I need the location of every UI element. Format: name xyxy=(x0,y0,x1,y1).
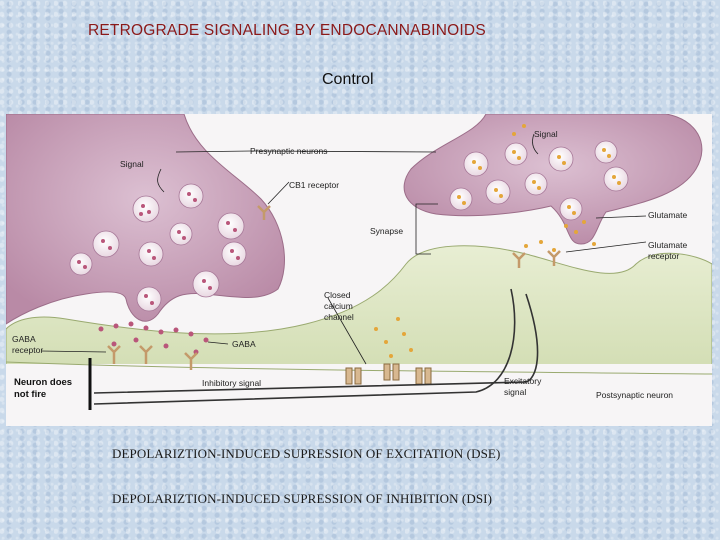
gaba-receptor-label-1: GABA xyxy=(12,334,36,344)
glutamate-receptor-label-1: Glutamate xyxy=(648,240,687,250)
excitatory-signal-label-2: signal xyxy=(504,387,526,397)
vesicle-contents-left xyxy=(77,192,240,305)
calcium-ions xyxy=(374,317,413,358)
dsi-caption: DEPOLARIZTION-INDUCED SUPRESSION OF INHI… xyxy=(112,491,493,506)
neuron-not-fire-label-1: Neuron does xyxy=(14,377,72,388)
signal-left-label: Signal xyxy=(120,159,144,169)
slide-subtitle: Control xyxy=(322,71,374,88)
vesicle-contents-right xyxy=(457,124,621,252)
vesicles-left xyxy=(69,183,247,312)
signal-pathways xyxy=(93,288,539,405)
signal-arrows xyxy=(40,133,647,365)
right-presynaptic-terminal xyxy=(403,114,703,245)
inhibitory-signal-label: Inhibitory signal xyxy=(202,378,261,388)
gaba-molecules xyxy=(98,321,209,355)
receptors xyxy=(107,205,561,370)
closed-channel-label-2: calcium xyxy=(324,301,353,311)
closed-channel-label-3: channel xyxy=(324,312,354,322)
cb1-receptor-label: CB1 receptor xyxy=(289,180,339,190)
excitatory-signal-label-1: Excitatory xyxy=(504,376,542,386)
slide-title: RETROGRADE SIGNALING BY ENDOCANNABINOIDS xyxy=(88,22,486,39)
vesicles-right xyxy=(449,140,629,221)
gaba-label: GABA xyxy=(232,339,256,349)
synapse-illustration: Presynaptic neurons Signal Signal CB1 re… xyxy=(6,114,712,426)
presynaptic-label: Presynaptic neurons xyxy=(250,146,328,156)
gaba-receptor-label-2: receptor xyxy=(12,345,43,355)
neuron-not-fire-label-2: not fire xyxy=(14,389,46,400)
glutamate-receptor-label-2: receptor xyxy=(648,251,679,261)
postsynaptic-label: Postsynaptic neuron xyxy=(596,390,673,400)
synapse-label: Synapse xyxy=(370,226,403,236)
synapse-diagram: Presynaptic neurons Signal Signal CB1 re… xyxy=(6,114,712,426)
dse-caption: DEPOLARIZTION-INDUCED SUPRESSION OF EXCI… xyxy=(112,446,501,461)
signal-right-label: Signal xyxy=(534,129,558,139)
glutamate-label: Glutamate xyxy=(648,210,687,220)
closed-channel-label-1: Closed xyxy=(324,290,351,300)
